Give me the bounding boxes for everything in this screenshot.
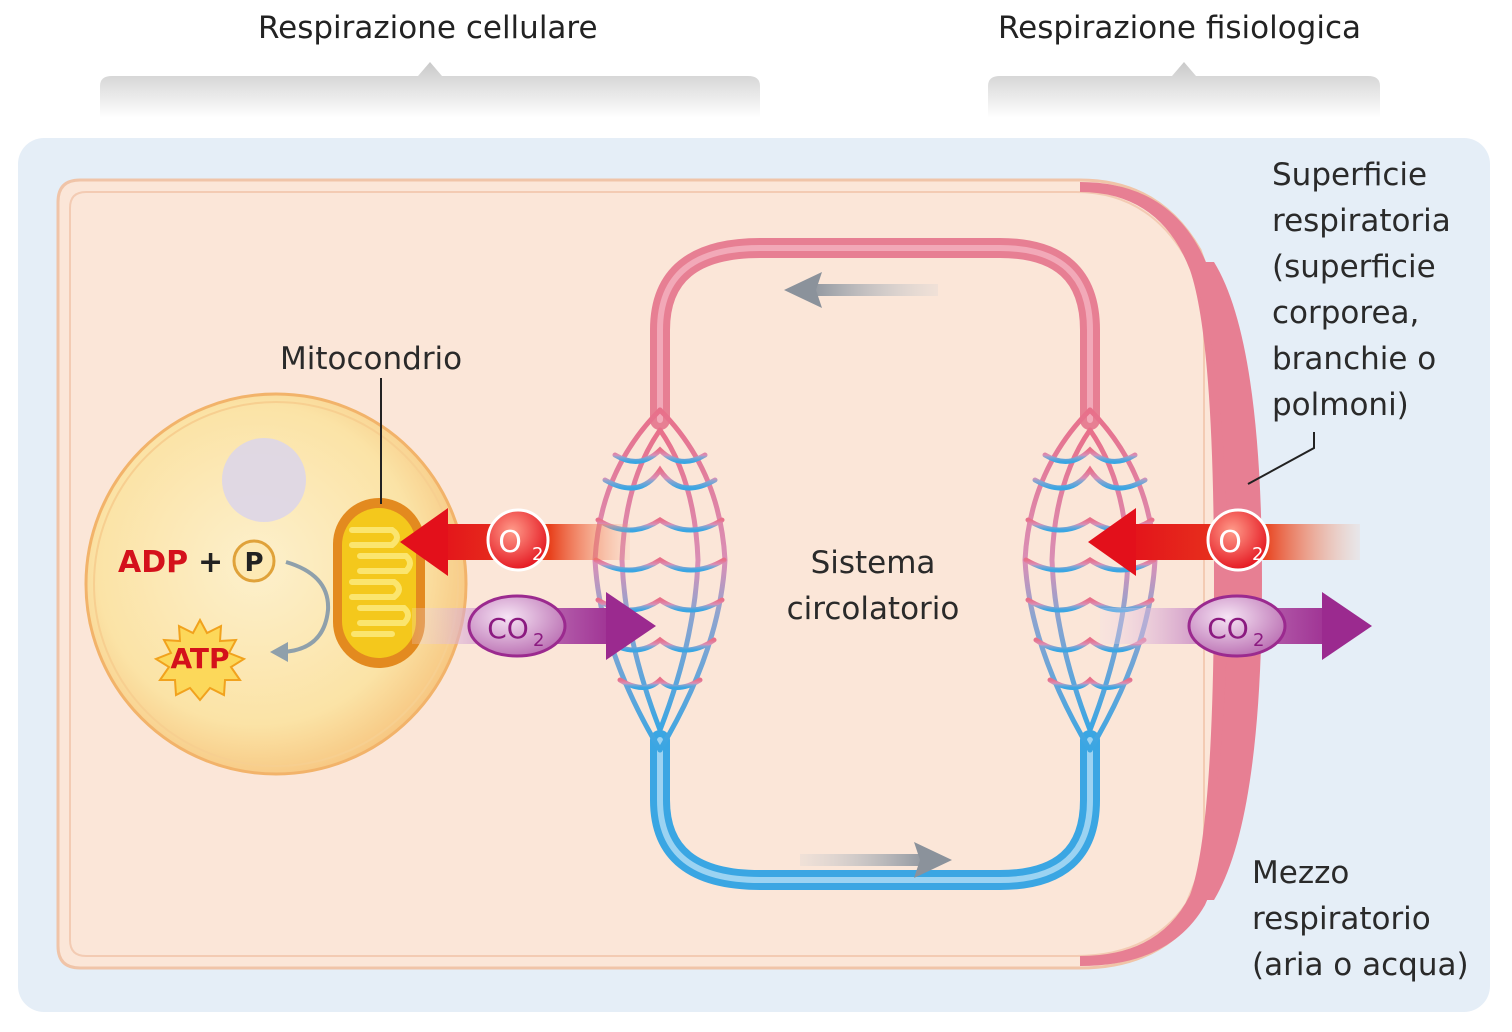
o2-molecule-cell: O 2 (486, 508, 550, 572)
adp-label: ADP (118, 545, 188, 580)
o2-surface-label: O (1218, 525, 1242, 560)
adp-to-atp-arrow (281, 560, 331, 654)
o2-cell-label: O (498, 525, 522, 560)
o2-cell-subscript: 2 (532, 544, 543, 565)
cell-inner-ring (93, 401, 459, 767)
respiratory-surface-label: Superficie respiratoria (superficie corp… (1272, 157, 1451, 423)
mitochondrion-label: Mitocondrio (280, 341, 463, 377)
body-inner-outline (69, 191, 1205, 957)
respiratory-medium-label: Mezzo respiratorio (aria o acqua) (1252, 855, 1469, 983)
flow-arrow-bottom-right (800, 842, 952, 878)
brace-cellular (100, 62, 760, 118)
co2-molecule-cell: CO 2 (467, 594, 567, 658)
mitochondrion (333, 498, 425, 668)
adp-to-atp-arrowhead (270, 642, 288, 662)
capillary-network-tissue (592, 407, 728, 753)
co2-cell-label: CO (487, 612, 529, 645)
circulatory-loop (650, 238, 1100, 890)
co2-cell-subscript: 2 (533, 630, 544, 651)
flow-arrow-top-left (784, 272, 938, 308)
co2-surface-subscript: 2 (1253, 630, 1264, 651)
header-physiological-respiration: Respirazione fisiologica (998, 10, 1361, 46)
cell-nucleus (222, 438, 306, 522)
phosphate-badge: P (232, 539, 276, 583)
respiratory-surface-thick (1188, 262, 1262, 900)
co2-molecule-surface: CO 2 (1187, 594, 1287, 658)
o2-surface-subscript: 2 (1252, 544, 1263, 565)
o2-molecule-surface: O 2 (1206, 508, 1270, 572)
brace-physiological (988, 62, 1380, 118)
plus-sign: + (198, 545, 223, 580)
circulatory-system-label: Sistema circolatorio (786, 545, 960, 627)
surface-pointer-line (1247, 432, 1315, 485)
atp-label: ATP (170, 642, 229, 675)
phosphate-label: P (244, 548, 263, 578)
co2-surface-label: CO (1207, 612, 1249, 645)
atp-starburst: ATP (153, 617, 247, 702)
header-cellular-respiration: Respirazione cellulare (258, 10, 598, 46)
